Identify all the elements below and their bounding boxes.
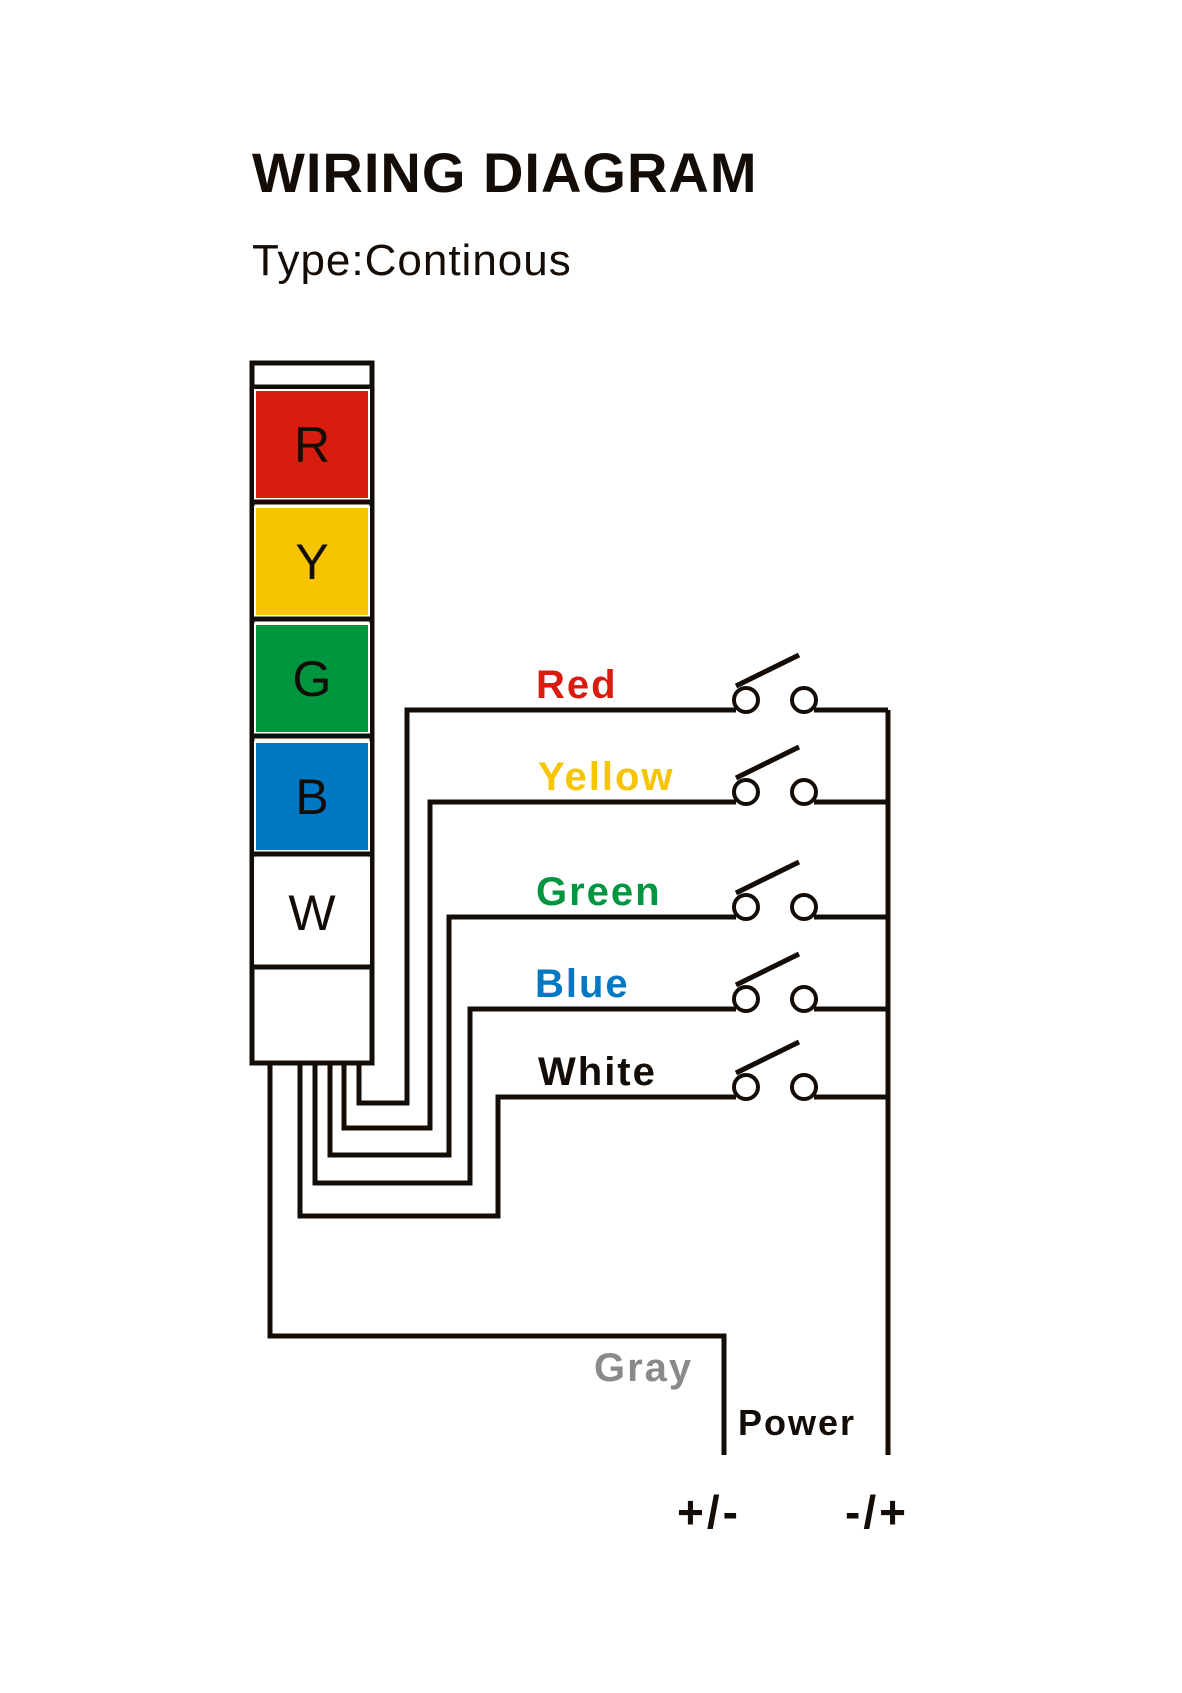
switch-lever-icon <box>734 951 801 988</box>
switch-contact-icon <box>732 778 760 806</box>
tower-segment-w <box>254 857 370 968</box>
switch-lever-icon <box>734 859 801 896</box>
switch-contact-icon <box>790 985 818 1013</box>
terminal-left-label: +/- <box>677 1486 741 1538</box>
wire-label-blue: Blue <box>535 962 630 1006</box>
segment-letter: G <box>293 651 332 707</box>
tower-segment-g <box>254 623 370 734</box>
wire-label-green: Green <box>536 870 662 914</box>
segment-letter: W <box>288 885 336 941</box>
switch-contact-icon <box>732 893 760 921</box>
signal-tower: R Y G B W <box>249 360 375 1066</box>
switch-lever-icon <box>734 744 801 781</box>
wire-yellow <box>341 799 736 1131</box>
tower-segment-b <box>254 741 370 852</box>
switch-contact-icon <box>790 686 818 714</box>
switch-contact-icon <box>790 778 818 806</box>
wire-blue <box>312 1006 736 1186</box>
wire-green <box>327 914 736 1158</box>
switch-contact-icon <box>790 893 818 921</box>
segment-letter: R <box>294 417 330 473</box>
wire-red <box>356 707 736 1106</box>
switch-contact-icon <box>732 985 760 1013</box>
switch-lever-icon <box>734 652 801 689</box>
wires <box>267 707 891 1455</box>
diagram-title: WIRING DIAGRAM <box>252 141 758 204</box>
wire-white <box>297 1063 736 1219</box>
switch-contact-icon <box>790 1073 818 1101</box>
segment-letter: B <box>295 769 328 825</box>
wire-label-red: Red <box>536 663 618 707</box>
wire-label-white: White <box>538 1050 657 1094</box>
wire-gray <box>267 1063 727 1455</box>
wire-label-gray: Gray <box>594 1346 693 1390</box>
switch-lever-icon <box>734 1039 801 1076</box>
switch-contact-icon <box>732 686 760 714</box>
switches <box>732 652 818 1101</box>
wire-label-yellow: Yellow <box>538 755 675 799</box>
switch-contact-icon <box>732 1073 760 1101</box>
segment-letter: Y <box>295 534 328 590</box>
terminal-right-label: -/+ <box>845 1486 909 1538</box>
diagram-subtitle: Type:Continous <box>252 236 572 285</box>
tower-segment-r <box>254 389 370 500</box>
power-label: Power <box>738 1402 856 1443</box>
tower-segment-y <box>254 506 370 617</box>
